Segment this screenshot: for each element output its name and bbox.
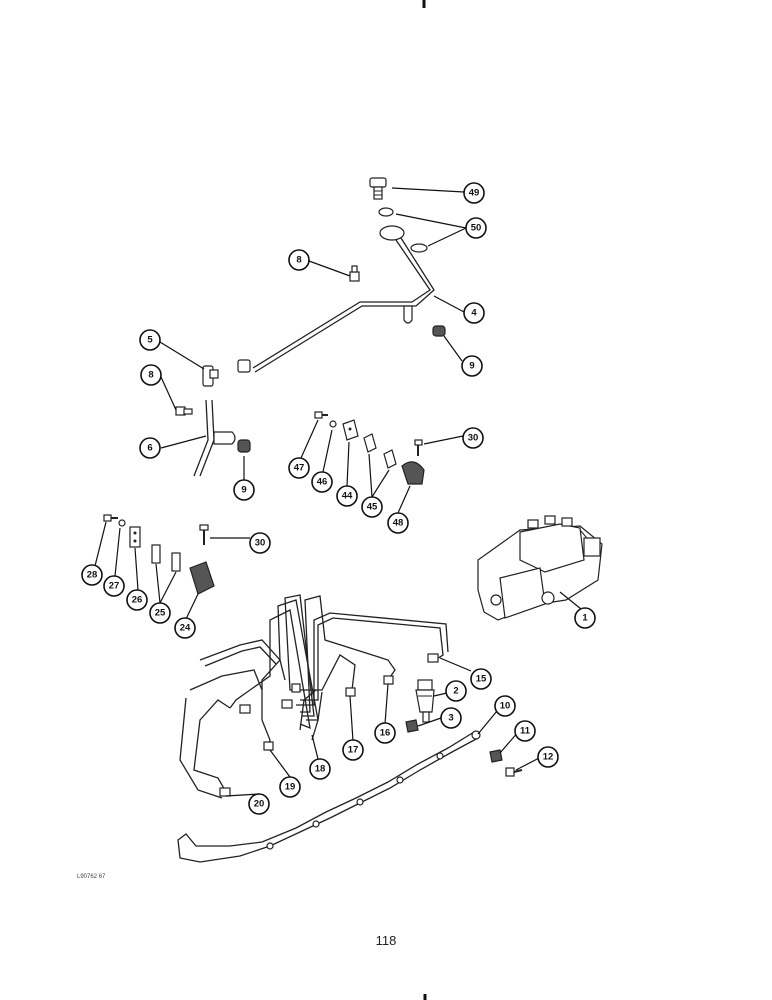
svg-text:30: 30 [255, 538, 266, 549]
svg-text:49: 49 [469, 188, 480, 199]
injector-pipes-15-20 [179, 594, 449, 799]
svg-text:27: 27 [109, 581, 120, 592]
callout-24: 24 [174, 617, 196, 639]
banjo-bolt-49 [369, 177, 387, 200]
svg-text:16: 16 [380, 728, 391, 739]
callout-6: 6 [139, 437, 161, 459]
svg-text:1: 1 [582, 613, 588, 624]
callout-28: 28 [81, 564, 103, 586]
svg-text:30: 30 [468, 433, 479, 444]
callout-47: 47 [288, 457, 310, 479]
callout-44: 44 [336, 485, 358, 507]
callout-27: 27 [103, 575, 125, 597]
bolt-12 [505, 767, 523, 777]
nut-9-left [237, 439, 251, 453]
svg-text:19: 19 [285, 782, 296, 793]
callout-8-upper: 8 [288, 249, 310, 271]
svg-text:26: 26 [132, 595, 143, 606]
callout-30-lower: 30 [249, 532, 271, 554]
callout-4: 4 [463, 302, 485, 324]
injector-2 [415, 679, 435, 723]
callout-19: 19 [279, 776, 301, 798]
svg-text:45: 45 [367, 502, 378, 513]
svg-text:9: 9 [241, 485, 246, 496]
screw-30-upper [414, 439, 423, 456]
page-number: 118 [375, 933, 397, 948]
svg-text:46: 46 [317, 477, 328, 488]
screw-30-lower [199, 524, 209, 545]
leak-off-pipe-6 [193, 399, 236, 477]
clamp-24 [189, 561, 215, 595]
callout-48: 48 [387, 512, 409, 534]
callout-1: 1 [574, 607, 596, 629]
clamp-26 [129, 526, 141, 548]
svg-text:25: 25 [155, 608, 166, 619]
svg-text:4: 4 [471, 308, 477, 319]
callout-30-upper: 30 [462, 427, 484, 449]
callout-46: 46 [311, 471, 333, 493]
svg-text:28: 28 [87, 570, 98, 581]
callout-20: 20 [248, 793, 270, 815]
screw-47 [314, 411, 328, 419]
callout-3: 3 [440, 707, 462, 729]
svg-text:48: 48 [393, 518, 404, 529]
svg-text:2: 2 [453, 686, 458, 697]
svg-text:24: 24 [180, 623, 191, 634]
svg-text:47: 47 [294, 463, 305, 474]
callout-45: 45 [361, 496, 383, 518]
leak-off-pipe-10 [177, 730, 481, 863]
callout-11: 11 [514, 720, 536, 742]
svg-text:12: 12 [543, 752, 554, 763]
svg-text:15: 15 [476, 674, 487, 685]
washer-46 [329, 420, 337, 428]
callout-9-upper: 9 [461, 355, 483, 377]
svg-text:3: 3 [448, 713, 453, 724]
svg-text:11: 11 [520, 726, 531, 737]
svg-text:5: 5 [147, 335, 153, 346]
screw-28 [103, 514, 118, 522]
callout-8-left: 8 [140, 364, 162, 386]
washer-3 [405, 719, 419, 733]
callout-15: 15 [470, 668, 492, 690]
svg-text:8: 8 [296, 255, 301, 266]
svg-text:9: 9 [469, 361, 474, 372]
washer-11 [489, 749, 503, 763]
nut-9-upper [432, 325, 446, 337]
callout-12: 12 [537, 746, 559, 768]
washer-27 [118, 519, 126, 527]
callout-5: 5 [139, 329, 161, 351]
clamp-48 [401, 461, 425, 485]
clamp-45 [363, 433, 397, 469]
callout-49: 49 [463, 182, 485, 204]
bolt-8-left [175, 406, 193, 416]
svg-text:6: 6 [147, 443, 152, 454]
svg-text:17: 17 [348, 745, 359, 756]
callout-25: 25 [149, 602, 171, 624]
callout-18: 18 [309, 758, 331, 780]
injection-pump-1 [477, 515, 603, 621]
svg-text:50: 50 [471, 223, 482, 234]
callout-9-left: 9 [233, 479, 255, 501]
callout-26: 26 [126, 589, 148, 611]
svg-text:44: 44 [342, 491, 353, 502]
callout-10: 10 [494, 695, 516, 717]
svg-text:10: 10 [500, 701, 511, 712]
callout-50: 50 [465, 217, 487, 239]
clamp-25 [151, 544, 181, 572]
clamp-44 [342, 419, 359, 441]
svg-text:8: 8 [148, 370, 153, 381]
reference-code: L90762 67 [77, 874, 106, 880]
sealing-washer-50 [378, 207, 428, 253]
callout-16: 16 [374, 722, 396, 744]
svg-text:20: 20 [254, 799, 265, 810]
leak-off-pipe-4 [237, 225, 435, 373]
callout-2: 2 [445, 680, 467, 702]
adaptor-5 [202, 365, 219, 387]
banjo-bolt-8-upper [349, 265, 360, 282]
svg-text:18: 18 [315, 764, 326, 775]
callout-17: 17 [342, 739, 364, 761]
